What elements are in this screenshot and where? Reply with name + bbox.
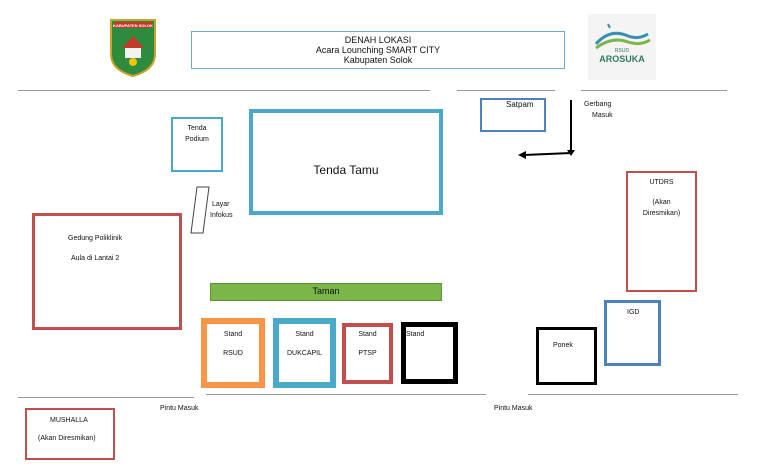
stand-rsud-label-2: RSUD xyxy=(223,350,243,357)
pintu-masuk-right-label: Pintu Masuk xyxy=(494,405,533,412)
mushalla-building xyxy=(25,408,115,460)
stand-ptsp-label-1: Stand xyxy=(358,331,377,338)
ponek-label: Ponek xyxy=(553,342,573,349)
mushalla-label-1: MUSHALLA xyxy=(50,417,88,424)
logo-small-text: RSUD xyxy=(615,48,630,54)
logo-text: KABUPATEN SOLOK xyxy=(113,23,153,28)
stand-dukcapil xyxy=(273,318,336,388)
satpam-label: Satpam xyxy=(506,100,534,109)
road-line-top-left xyxy=(18,90,430,91)
utdrs-label-3: Diresmikan) xyxy=(642,210,681,217)
ponek-building xyxy=(536,327,597,385)
utdrs-building xyxy=(626,171,697,292)
pintu-masuk-left-label: Pintu Masuk xyxy=(160,405,199,412)
taman-garden xyxy=(210,283,442,301)
logo-big-text: AROSUKA xyxy=(599,54,645,64)
stand-rsud-label-1: Stand xyxy=(223,331,243,338)
tenda-podium xyxy=(171,117,223,172)
stand-rsud xyxy=(201,318,265,388)
road-line-top-mid xyxy=(457,90,555,91)
stand-ptsp-label-2: PTSP xyxy=(358,350,377,357)
mushalla-label-2: (Akan Diresmikan) xyxy=(38,435,96,442)
road-line-bottom-mid xyxy=(206,394,486,395)
tenda-podium-label-1: Tenda xyxy=(187,125,207,132)
event-name: Acara Lounching SMART CITY xyxy=(315,45,441,55)
stand-unnamed-label: Stand xyxy=(406,331,425,338)
taman-label: Taman xyxy=(312,286,340,296)
stand-dukcapil-label-1: Stand xyxy=(295,331,314,338)
stand-dukcapil-label-2: DUKCAPIL xyxy=(286,350,322,357)
gedung-poliklinik xyxy=(32,213,182,330)
layar-label-1: Layar xyxy=(212,201,230,208)
tenda-tamu-label: Tenda Tamu xyxy=(313,163,379,177)
utdrs-label-2: (Akan xyxy=(652,199,671,206)
kabupaten-solok-logo: KABUPATEN SOLOK xyxy=(108,14,158,78)
gerbang-label-2: Masuk xyxy=(592,112,613,119)
layar-label-2: Infokus xyxy=(210,212,233,219)
title-box: DENAH LOKASI Acara Lounching SMART CITY … xyxy=(191,31,565,69)
gerbang-label: Gerbang xyxy=(584,101,612,108)
gedung-label-2: Aula di Lantai 2 xyxy=(71,255,120,262)
igd-label: IGD xyxy=(627,309,640,316)
gedung-label-1: Gedung Poliklinik xyxy=(68,235,123,242)
entrance-arrow xyxy=(518,100,575,159)
road-line-bottom-right xyxy=(528,394,738,395)
tenda-podium-label-2: Podium xyxy=(185,136,209,143)
projector-screen xyxy=(190,186,210,234)
rsud-arosuka-logo: RSUD AROSUKA xyxy=(588,14,656,80)
stand-unnamed xyxy=(401,322,458,384)
tenda-tamu xyxy=(249,109,443,215)
road-line-top-right xyxy=(581,90,727,91)
location-name: Kabupaten Solok xyxy=(343,55,413,65)
map-title: DENAH LOKASI xyxy=(344,35,412,45)
stand-ptsp xyxy=(342,323,393,384)
road-line-bottom-left xyxy=(18,397,194,398)
utdrs-label-1: UTDRS xyxy=(649,179,674,186)
satpam-post xyxy=(480,98,546,132)
igd-building xyxy=(604,300,661,366)
